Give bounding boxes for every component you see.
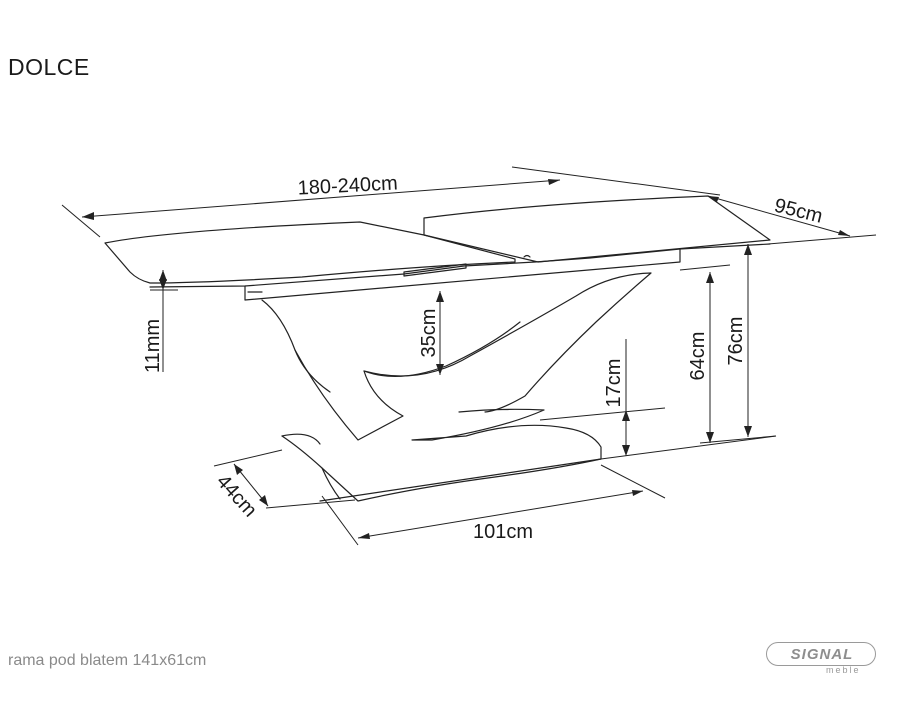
base-back-edge (281, 433, 321, 445)
dim-44cm-ext-top (213, 449, 283, 467)
label-base-length: 101cm (473, 521, 533, 543)
arrow-11mm-top (159, 270, 167, 281)
tabletop-extension (423, 195, 771, 263)
arrow-64cm-bottom (706, 432, 714, 443)
label-length: 180-240cm (297, 172, 398, 199)
signal-logo: SIGNAL meble (766, 642, 878, 678)
product-title: DOLCE (8, 54, 90, 80)
dim-depth-line (707, 195, 851, 237)
arrow-35cm-top (436, 291, 444, 302)
dim-length-ext-left (61, 204, 101, 238)
dim-101cm-ext-left (321, 495, 359, 546)
frame-note: rama pod blatem 141x61cm (8, 652, 207, 669)
arrow-101cm-right (632, 490, 643, 496)
dim-101cm-line (357, 490, 644, 539)
arrow-depth-left (708, 196, 719, 202)
arrowheads (82, 179, 850, 539)
base-floor-line (319, 458, 602, 502)
dim-17cm-ext-top (539, 407, 666, 421)
frame-block (244, 248, 681, 301)
arrow-35cm-bottom (436, 364, 444, 375)
logo-wordmark: SIGNAL (790, 646, 854, 663)
base-front-face (321, 467, 341, 500)
arrow-76cm-top (744, 244, 752, 255)
dim-101cm-ext-right (600, 464, 666, 499)
rail-knob (523, 254, 531, 258)
dim-length-line (81, 179, 561, 218)
arrow-17cm-bottom (622, 445, 630, 456)
arrow-44cm-bottom (259, 495, 268, 506)
arrow-44cm-top (234, 464, 243, 475)
arrow-17cm-top (622, 410, 630, 421)
dim-length-ext-right (511, 166, 721, 196)
label-frame-height: 64cm (687, 332, 709, 381)
column-shape (261, 272, 652, 441)
arrow-length-right (548, 179, 560, 185)
dimension-lines (61, 166, 877, 546)
base-shape (281, 408, 602, 502)
label-total-height: 76cm (725, 317, 747, 366)
logo-badge: SIGNAL (766, 642, 876, 666)
arrow-64cm-top (706, 272, 714, 283)
arrow-11mm-bottom (159, 279, 167, 290)
label-base-depth: 44cm (212, 470, 261, 521)
arrow-length-left (82, 212, 94, 220)
table-outline (104, 195, 771, 502)
column-inner-curve (363, 321, 521, 378)
arrow-101cm-left (358, 533, 370, 539)
frame-underside (149, 243, 771, 288)
dim-44cm-ext-bottom (265, 499, 356, 509)
slide-rail (403, 263, 467, 277)
floor-reference-line (600, 435, 777, 460)
logo-subtext: meble (826, 665, 861, 675)
dim-64cm-ext-top (679, 264, 731, 271)
label-depth: 95cm (772, 195, 825, 228)
label-arch-height: 35cm (418, 309, 440, 358)
tabletop-left (104, 221, 516, 284)
label-top-thickness: 11mm (142, 319, 164, 373)
column-edge-left (294, 349, 331, 393)
floor-reference-line-2 (699, 435, 777, 444)
label-base-height: 17cm (603, 359, 625, 408)
arrow-depth-right (838, 230, 850, 236)
arrow-76cm-bottom (744, 426, 752, 437)
dim-depth-ext (767, 234, 877, 245)
